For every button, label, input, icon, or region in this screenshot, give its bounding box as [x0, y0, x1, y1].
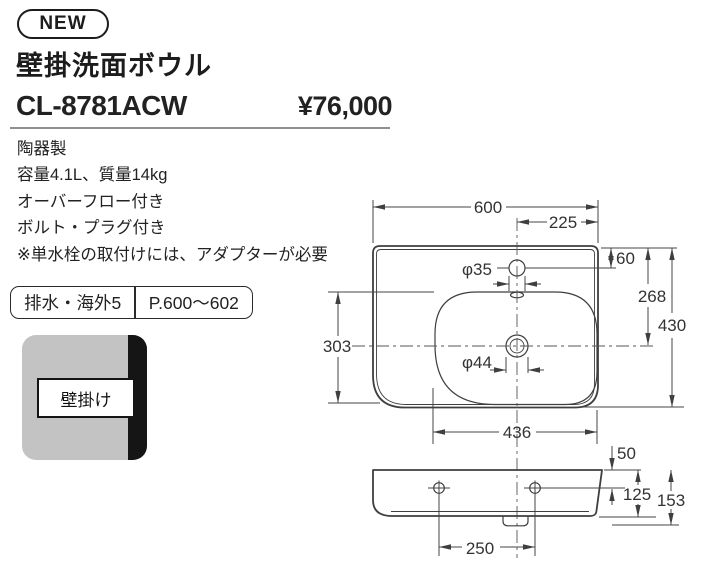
- dim-drain-hole-dia: φ44: [462, 353, 492, 372]
- wall-mount-badge-stripe: [128, 335, 147, 460]
- reference-box-divider: [134, 287, 136, 318]
- reference-box: 排水・海外5 P.600〜602: [10, 286, 253, 319]
- dim-hole-pitch: 250: [466, 539, 494, 558]
- wall-mount-label-box: 壁掛け: [37, 378, 135, 418]
- drain-category-label: 排水・海外5: [24, 293, 122, 313]
- new-badge: NEW: [17, 9, 109, 39]
- spec-overflow: オーバーフロー付き: [17, 192, 165, 211]
- dim-bowl-depth: 303: [323, 337, 351, 356]
- dim-body-height: 125: [623, 485, 651, 504]
- spec-list: 陶器製 容量4.1L、質量14kg オーバーフロー付き ボルト・プラグ付き ※単…: [17, 136, 328, 268]
- wall-mount-label: 壁掛け: [60, 390, 112, 410]
- drain-stub: [502, 516, 529, 527]
- dim-total-height: 153: [657, 491, 685, 510]
- dim-overall-depth: 430: [658, 316, 686, 335]
- dim-hole-from-top: 50: [617, 444, 636, 463]
- dim-bowl-width: 436: [503, 423, 531, 442]
- plan-outline: [372, 245, 599, 409]
- dim-faucet-offset: 225: [549, 213, 577, 232]
- dim-faucet-from-top: 60: [616, 249, 635, 268]
- divider-rule: [10, 127, 390, 129]
- plan-view: [352, 218, 655, 558]
- side-outline: [372, 469, 603, 517]
- dimension-lines: [335, 204, 675, 550]
- wall-mount-badge: 壁掛け: [22, 335, 147, 460]
- side-view: [372, 469, 625, 527]
- code-price-row: CL-8781ACW ¥76,000: [16, 90, 393, 122]
- spec-adapter-note: ※単水栓の取付けには、アダプターが必要: [17, 245, 328, 264]
- spec-bolt-plug: ボルト・プラグ付き: [17, 219, 166, 238]
- reference-pages: P.600〜602: [148, 293, 239, 313]
- dimension-labels: 600 225 60 268 430 303 436 φ35 φ44 50 12…: [323, 198, 686, 558]
- plan-outline-inner-edge: [376, 249, 595, 405]
- product-price: ¥76,000: [297, 91, 393, 121]
- spec-material: 陶器製: [17, 140, 67, 158]
- product-title: 壁掛洗面ボウル: [16, 51, 212, 81]
- product-code: CL-8781ACW: [16, 90, 187, 121]
- new-badge-label: NEW: [39, 13, 87, 34]
- spec-capacity-weight: 容量4.1L、質量14kg: [17, 166, 168, 185]
- dim-drain-from-top: 268: [638, 287, 666, 306]
- bowl-outline: [434, 291, 598, 406]
- dim-overall-width: 600: [474, 198, 502, 217]
- dim-faucet-hole-dia: φ35: [462, 260, 492, 279]
